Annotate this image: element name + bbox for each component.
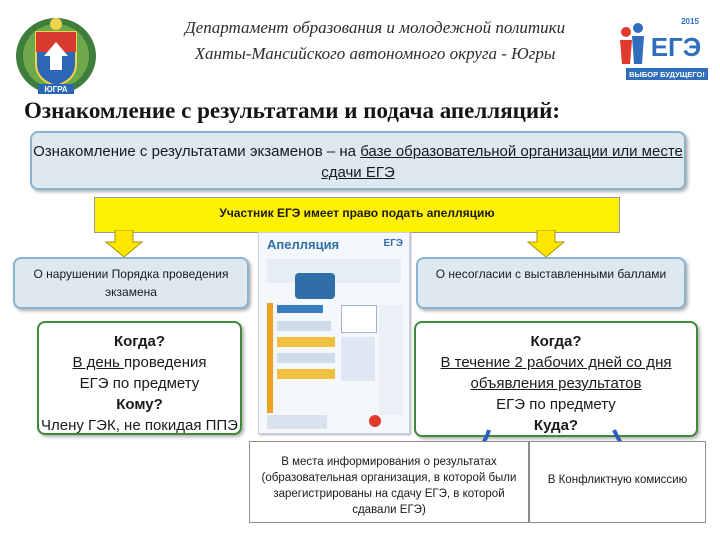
infographic-block <box>379 305 403 415</box>
coat-of-arms-emblem: ЮГРА <box>16 18 96 94</box>
infographic-block <box>277 321 331 331</box>
appeal-right-banner: Участник ЕГЭ имеет право подать апелляци… <box>94 197 620 233</box>
arrow-down-left-icon <box>104 230 144 258</box>
procedure-violation-box: О нарушении Порядка проведения экзамена <box>13 257 249 309</box>
where-question: Куда? <box>533 417 579 434</box>
when-answer-right-subject: ЕГЭ по предмету <box>496 396 616 413</box>
when-question-left: Когда? <box>113 333 166 350</box>
infographic-block <box>369 415 381 427</box>
infographic-title: Апелляция <box>267 237 340 252</box>
results-review-box: Ознакомление с результатами экзаменов – … <box>30 131 686 190</box>
when-question-right: Когда? <box>530 333 582 350</box>
appeal-infographic: Апелляция ЕГЭ <box>258 232 410 434</box>
information-points-box: В места информирования о результатах (об… <box>249 441 529 523</box>
whom-answer: Члену ГЭК, не покидая ППЭ <box>41 417 238 434</box>
infographic-block <box>277 369 335 379</box>
when-answer-right: В течение 2 рабочих дней со дня объявлен… <box>440 354 672 392</box>
procedure-appeal-details: Когда? В день проведения ЕГЭ по предмету… <box>37 321 242 435</box>
infographic-block <box>267 415 327 429</box>
when-answer-left-subject: ЕГЭ по предмету <box>79 375 200 392</box>
conflict-commission-box: В Конфликтную комиссию <box>529 441 706 523</box>
when-answer-left: В день проведения <box>72 354 207 371</box>
results-review-location: базе образовательной организации или мес… <box>321 143 683 181</box>
arrow-down-right-icon <box>526 230 566 258</box>
header-region-line: Ханты-Мансийского автономного округа - Ю… <box>194 44 556 63</box>
infographic-block <box>295 273 335 299</box>
ege-logo: 2015 ЕГЭ ВЫБОР БУДУЩЕГО! <box>620 17 708 80</box>
infographic-bar <box>267 303 273 413</box>
infographic-block <box>277 337 335 347</box>
whom-question: Кому? <box>116 396 163 413</box>
page-title: Ознакомление с результатами и подача апе… <box>24 98 561 123</box>
infographic-block <box>277 305 323 313</box>
logo-slogan: ВЫБОР БУДУЩЕГО! <box>629 70 705 79</box>
logo-text: ЕГЭ <box>651 32 702 62</box>
score-disagreement-box: О несогласии с выставленными баллами <box>416 257 686 309</box>
infographic-block <box>277 353 335 363</box>
score-appeal-details: Когда? В течение 2 рабочих дней со дня о… <box>414 321 698 437</box>
logo-year: 2015 <box>681 17 699 26</box>
emblem-ribbon-text: ЮГРА <box>44 85 67 94</box>
infographic-block <box>341 337 375 381</box>
results-review-text: Ознакомление с результатами экзаменов – … <box>33 143 361 160</box>
infographic-logo: ЕГЭ <box>383 238 403 249</box>
header-department-line: Департамент образования и молодежной пол… <box>184 18 566 37</box>
infographic-block <box>341 305 377 333</box>
